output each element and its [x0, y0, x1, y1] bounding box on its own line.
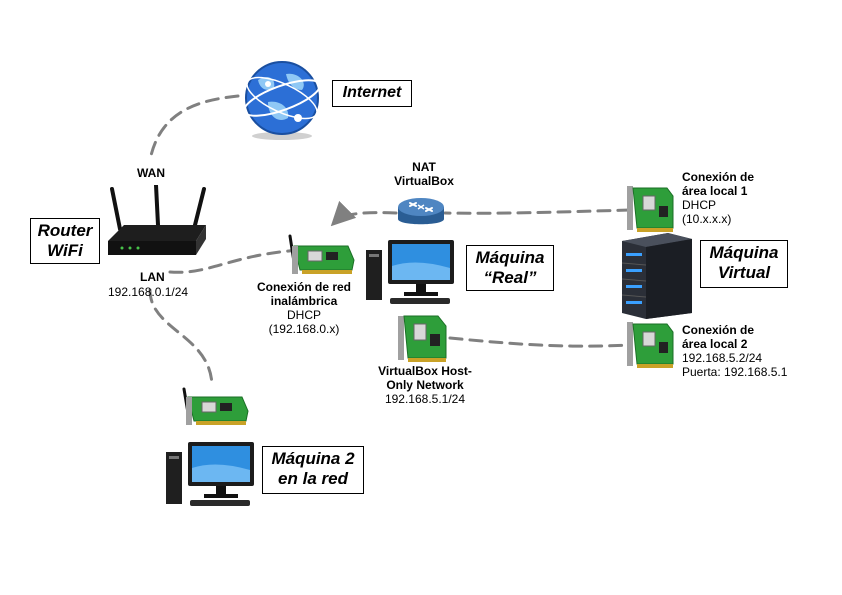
- hostonly-label-line2: Only Network: [386, 378, 464, 392]
- lan1-label-line3: DHCP: [682, 198, 717, 212]
- link-nat-wifi-nic: [330, 200, 398, 227]
- lan2-label-line2: área local 2: [682, 337, 748, 351]
- lan2-label-line1: Conexión de: [682, 323, 755, 337]
- hostonly-label-line1: VirtualBox Host-: [378, 364, 472, 378]
- wifi-nic-label: Conexión de red inalámbrica DHCP (192.16…: [244, 280, 364, 336]
- lan2-label-line4: Puerta: 192.168.5.1: [682, 365, 788, 379]
- machine2-nic-icon: [182, 387, 249, 425]
- lan1-label-line1: Conexión de: [682, 170, 755, 184]
- lan1-nic-icon: [627, 186, 674, 232]
- wan-label: WAN: [137, 166, 165, 180]
- virtual-machine-label: Máquina Virtual: [700, 240, 788, 288]
- lan2-label-line3: 192.168.5.2/24: [682, 351, 763, 365]
- link-router-wifi-nic: [168, 248, 302, 274]
- machine2-label: Máquina 2 en la red: [262, 446, 364, 494]
- lan1-label-line2: área local 1: [682, 184, 748, 198]
- hostonly-label: VirtualBox Host- Only Network 192.168.5.…: [360, 364, 490, 406]
- hostonly-nic-icon: [398, 315, 447, 362]
- nat-label-line2: VirtualBox: [394, 174, 454, 188]
- router-label-line1: Router: [37, 221, 93, 240]
- globe-icon: [243, 61, 321, 140]
- virtual-machine-label-line2: Virtual: [717, 263, 771, 282]
- server-icon: [621, 233, 692, 319]
- lan2-label: Conexión de área local 2 192.168.5.2/24 …: [682, 323, 787, 379]
- nat-router-icon: [398, 198, 444, 225]
- wifi-nic-label-line2: inalámbrica: [270, 294, 338, 308]
- lan1-label: Conexión de área local 1 DHCP (10.x.x.x): [682, 170, 754, 226]
- real-machine-label-line2: “Real”: [483, 268, 537, 287]
- router-label: Router WiFi: [30, 218, 100, 264]
- link-router-machine2: [148, 288, 214, 387]
- wifi-nic-label-line3: DHCP: [286, 308, 321, 322]
- link-internet-router: [148, 94, 240, 162]
- router-label-line2: WiFi: [47, 241, 83, 260]
- lan1-label-line4: (10.x.x.x): [682, 212, 732, 226]
- internet-label: Internet: [332, 80, 412, 107]
- wifi-nic-icon: [288, 234, 355, 274]
- wifi-nic-label-line1: Conexión de red: [256, 280, 351, 294]
- virtual-machine-label-line1: Máquina: [709, 243, 779, 262]
- machine2-icon: [166, 442, 254, 506]
- link-lan1-nat: [443, 208, 632, 215]
- link-hostonly-lan2: [448, 336, 632, 348]
- machine2-label-line2: en la red: [278, 469, 348, 488]
- real-machine-label: Máquina “Real”: [466, 245, 554, 291]
- lan2-nic-icon: [627, 322, 674, 368]
- nat-label: NAT VirtualBox: [386, 160, 462, 188]
- wifi-nic-label-line4: (192.168.0.x): [268, 322, 340, 336]
- real-machine-icon: [366, 240, 454, 304]
- nat-label-line1: NAT: [412, 160, 436, 174]
- router-icon: [108, 185, 206, 255]
- real-machine-label-line1: Máquina: [475, 248, 545, 267]
- lan-label: LAN: [140, 270, 165, 284]
- hostonly-label-line3: 192.168.5.1/24: [384, 392, 466, 406]
- lan-ip: 192.168.0.1/24: [108, 285, 189, 299]
- machine2-label-line1: Máquina 2: [271, 449, 355, 468]
